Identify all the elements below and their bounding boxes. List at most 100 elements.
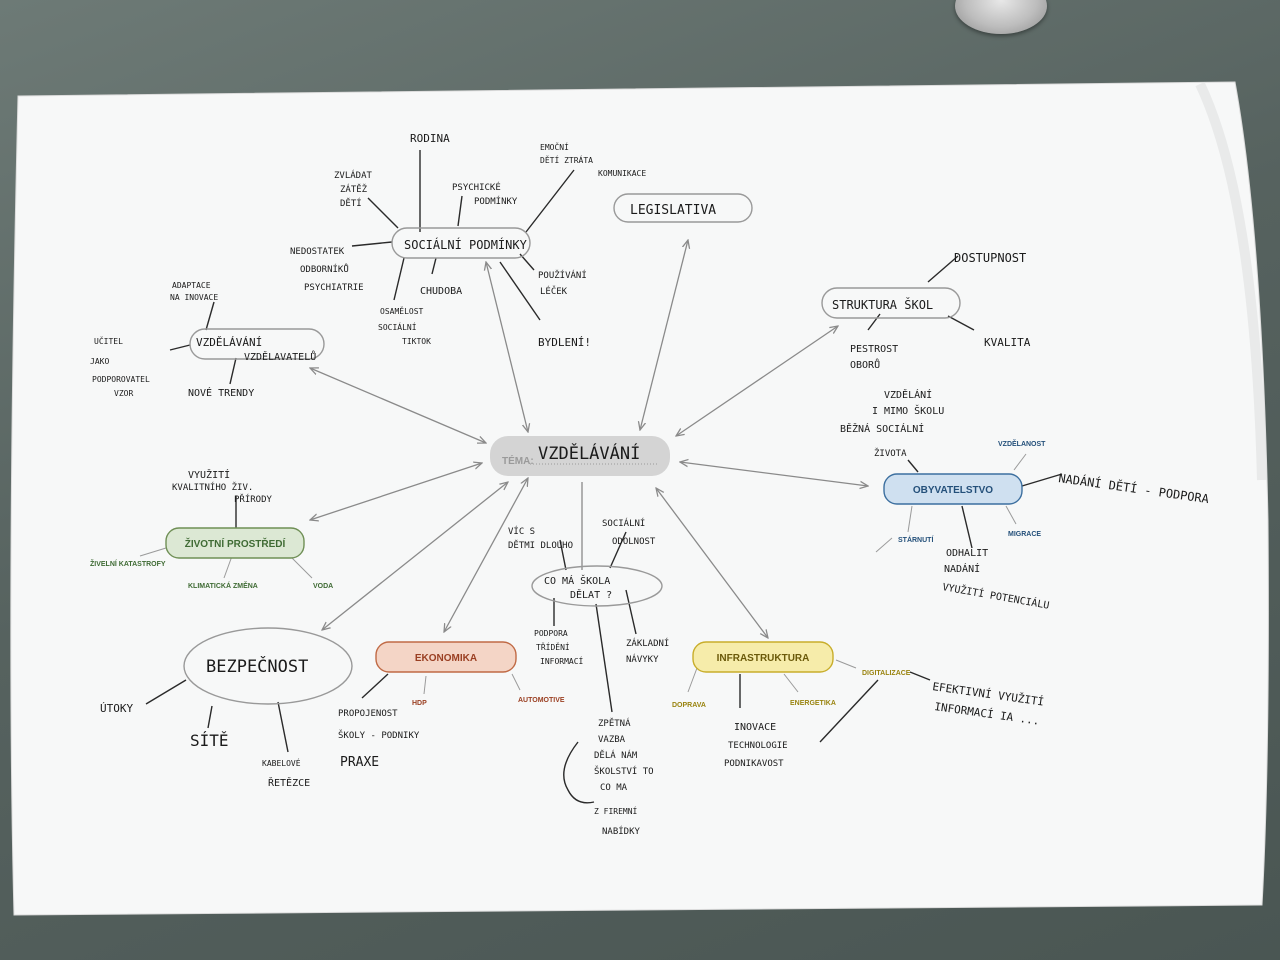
- note-site: SÍTĚ: [190, 731, 229, 750]
- note-emocni-2: DĚTÍ ZTRÁTA: [540, 154, 593, 165]
- note-zvladat-2: ZÁTĚŽ: [340, 183, 368, 195]
- note-osamelost-3: TIKTOK: [402, 337, 431, 346]
- arrow-infrastruktura: [656, 488, 768, 638]
- note-adaptace-2: NA INOVACE: [170, 293, 218, 302]
- note-nedostatek-1: NEDOSTATEK: [290, 247, 345, 257]
- infra-sub-doprava: DOPRAVA: [672, 702, 706, 709]
- note-ucitel-2: JAKO: [90, 357, 109, 366]
- arrow-socialni: [486, 262, 528, 432]
- node-vzdelavani-vzdelavatelu[interactable]: VZDĚLÁVÁNÍ VZDĚLAVATELŮ: [189, 328, 325, 363]
- note-socodolnost-1: SOCIÁLNÍ: [602, 517, 645, 529]
- note-pouzivani-1: POUŽÍVÁNÍ: [538, 269, 587, 281]
- infra-sub-energetika: ENERGETIKA: [790, 700, 836, 707]
- note-dostupnost: DOSTUPNOST: [954, 251, 1026, 265]
- note-propojenost-1: PROPOJENOST: [338, 709, 398, 719]
- node-ekonomika[interactable]: EKONOMIKA: [375, 641, 517, 673]
- arrow-ekonomika: [444, 478, 528, 632]
- note-retezce-2: ŘETĚZCE: [268, 776, 310, 789]
- center-arrows: [310, 240, 868, 638]
- note-zpetna-1: ZPĚTNÁ: [598, 717, 631, 729]
- zivotni-sub-klima: KLIMATICKÁ ZMĚNA: [188, 581, 258, 590]
- center-title: VZDĚLÁVÁNÍ: [538, 442, 640, 464]
- arrow-legislativa: [640, 240, 688, 430]
- note-bydleni: BYDLENÍ!: [538, 336, 591, 349]
- note-vzdelani-mimo-1: VZDĚLÁNÍ: [884, 388, 932, 401]
- note-psychicke-2: PODMÍNKY: [474, 195, 518, 207]
- note-ucitel-4: VZOR: [114, 389, 133, 398]
- note-utoky: ÚTOKY: [100, 702, 133, 715]
- note-chudoba: CHUDOBA: [420, 286, 462, 297]
- note-propojenost-2: ŠKOLY - PODNIKY: [338, 729, 420, 741]
- co-ma-skola-1: CO MÁ ŠKOLA: [544, 574, 610, 587]
- hand-connectors: [145, 150, 1063, 804]
- note-emocni-1: EMOČNÍ: [540, 141, 569, 152]
- note-pouzivani-2: LÉČEK: [540, 285, 568, 297]
- socialni-label: SOCIÁLNÍ PODMÍNKY: [404, 237, 528, 252]
- legislativa-label: LEGISLATIVA: [630, 203, 716, 218]
- note-vyuziti-2: KVALITNÍHO ŽIV.: [172, 481, 253, 493]
- vzd-label-1: VZDĚLÁVÁNÍ: [196, 336, 262, 349]
- ekonomika-sub-automotive: AUTOMOTIVE: [518, 697, 565, 704]
- note-vzdelani-mimo-4: ŽIVOTA: [874, 447, 907, 459]
- note-zpetna-3: DĚLÁ NÁM: [594, 749, 638, 761]
- arrow-obyvatelstvo: [680, 462, 868, 486]
- note-inovace-1: INOVACE: [734, 722, 776, 733]
- note-zvladat-3: DĚTÍ: [340, 197, 362, 209]
- note-vyuziti-1: VYUŽITÍ: [188, 468, 230, 481]
- note-kvalita: KVALITA: [984, 336, 1031, 349]
- note-inovace-2: TECHNOLOGIE: [728, 741, 788, 751]
- note-zpetna-2: VAZBA: [598, 735, 626, 745]
- node-zivotni-prostredi[interactable]: ŽIVOTNÍ PROSTŘEDÍ: [165, 527, 305, 559]
- note-vic-2: DĚTMI DLOUHO: [508, 539, 573, 551]
- node-bezpecnost[interactable]: BEZPEČNOST: [183, 627, 353, 705]
- note-nedostatek-2: ODBORNÍKŮ: [300, 263, 349, 275]
- node-infrastruktura[interactable]: INFRASTRUKTURA: [692, 641, 834, 673]
- node-socialni-podminky[interactable]: SOCIÁLNÍ PODMÍNKY: [391, 227, 531, 259]
- node-co-ma-skola[interactable]: CO MÁ ŠKOLA DĚLAT ?: [531, 565, 663, 607]
- center-node[interactable]: TÉMA: VZDĚLÁVÁNÍ: [490, 436, 670, 476]
- ekonomika-sub-hdp: HDP: [412, 700, 427, 707]
- note-inovace-3: PODNIKAVOST: [724, 759, 784, 769]
- center-prefix: TÉMA:: [502, 454, 534, 467]
- note-zpetna-4: ŠKOLSTVÍ TO: [594, 765, 654, 777]
- struktura-label: STRUKTURA ŠKOL: [832, 297, 933, 312]
- center-box: [490, 436, 670, 476]
- vzd-label-2: VZDĚLAVATELŮ: [244, 350, 316, 363]
- zivotni-label: ŽIVOTNÍ PROSTŘEDÍ: [185, 537, 286, 550]
- note-odhalit-2: NADÁNÍ: [944, 562, 980, 575]
- zivotni-sub-katastrofy: ŽIVELNÍ KATASTROFY: [90, 559, 166, 568]
- obyv-sub-starnuti: STÁRNUTÍ: [898, 535, 934, 544]
- note-vyuziti-3: PŘÍRODY: [234, 493, 273, 505]
- note-nedostatek-3: PSYCHIATRIE: [304, 283, 364, 293]
- obyv-label: OBYVATELSTVO: [913, 485, 993, 496]
- note-podpora-3: INFORMACÍ: [540, 655, 584, 666]
- note-praxe: PRAXE: [340, 755, 379, 770]
- bezpecnost-label: BEZPEČNOST: [206, 655, 308, 677]
- note-podpora-1: PODPORA: [534, 629, 568, 638]
- note-podpora-2: TŘÍDĚNÍ: [536, 641, 570, 652]
- note-nabidky-1: Z FIREMNÍ: [594, 805, 638, 816]
- note-vzdelani-mimo-3: BĚŽNÁ SOCIÁLNÍ: [840, 422, 924, 435]
- arrow-vzdelavatelu: [310, 368, 486, 443]
- note-osamelost-2: SOCIÁLNÍ: [378, 321, 417, 332]
- printed-connectors: [139, 453, 1027, 695]
- note-zvladat-1: ZVLÁDAT: [334, 169, 373, 181]
- note-nove-trendy: NOVÉ TRENDY: [188, 386, 254, 399]
- note-emocni-3: KOMUNIKACE: [598, 169, 646, 178]
- note-adaptace-1: ADAPTACE: [172, 281, 211, 290]
- note-socodolnost-2: ODOLNOST: [612, 537, 656, 547]
- note-nabidky-2: NABÍDKY: [602, 825, 641, 837]
- note-retezce-1: KABELOVÉ: [262, 757, 301, 768]
- ekonomika-label: EKONOMIKA: [415, 653, 477, 664]
- node-obyvatelstvo[interactable]: OBYVATELSTVO: [883, 473, 1023, 505]
- note-rodina: RODINA: [410, 132, 450, 145]
- infra-sub-digitalizace: DIGITALIZACE: [862, 670, 911, 677]
- note-ucitel-1: UČITEL: [94, 335, 123, 346]
- note-pestrost-1: PESTROST: [850, 344, 898, 355]
- co-ma-skola-2: DĚLAT ?: [570, 588, 612, 601]
- node-legislativa[interactable]: LEGISLATIVA: [613, 193, 753, 223]
- node-struktura-skol[interactable]: STRUKTURA ŠKOL: [821, 287, 961, 319]
- infra-label: INFRASTRUKTURA: [717, 653, 810, 664]
- handwritten-notes: RODINA ZVLÁDAT ZÁTĚŽ DĚTÍ PSYCHICKÉ PODM…: [90, 132, 1211, 837]
